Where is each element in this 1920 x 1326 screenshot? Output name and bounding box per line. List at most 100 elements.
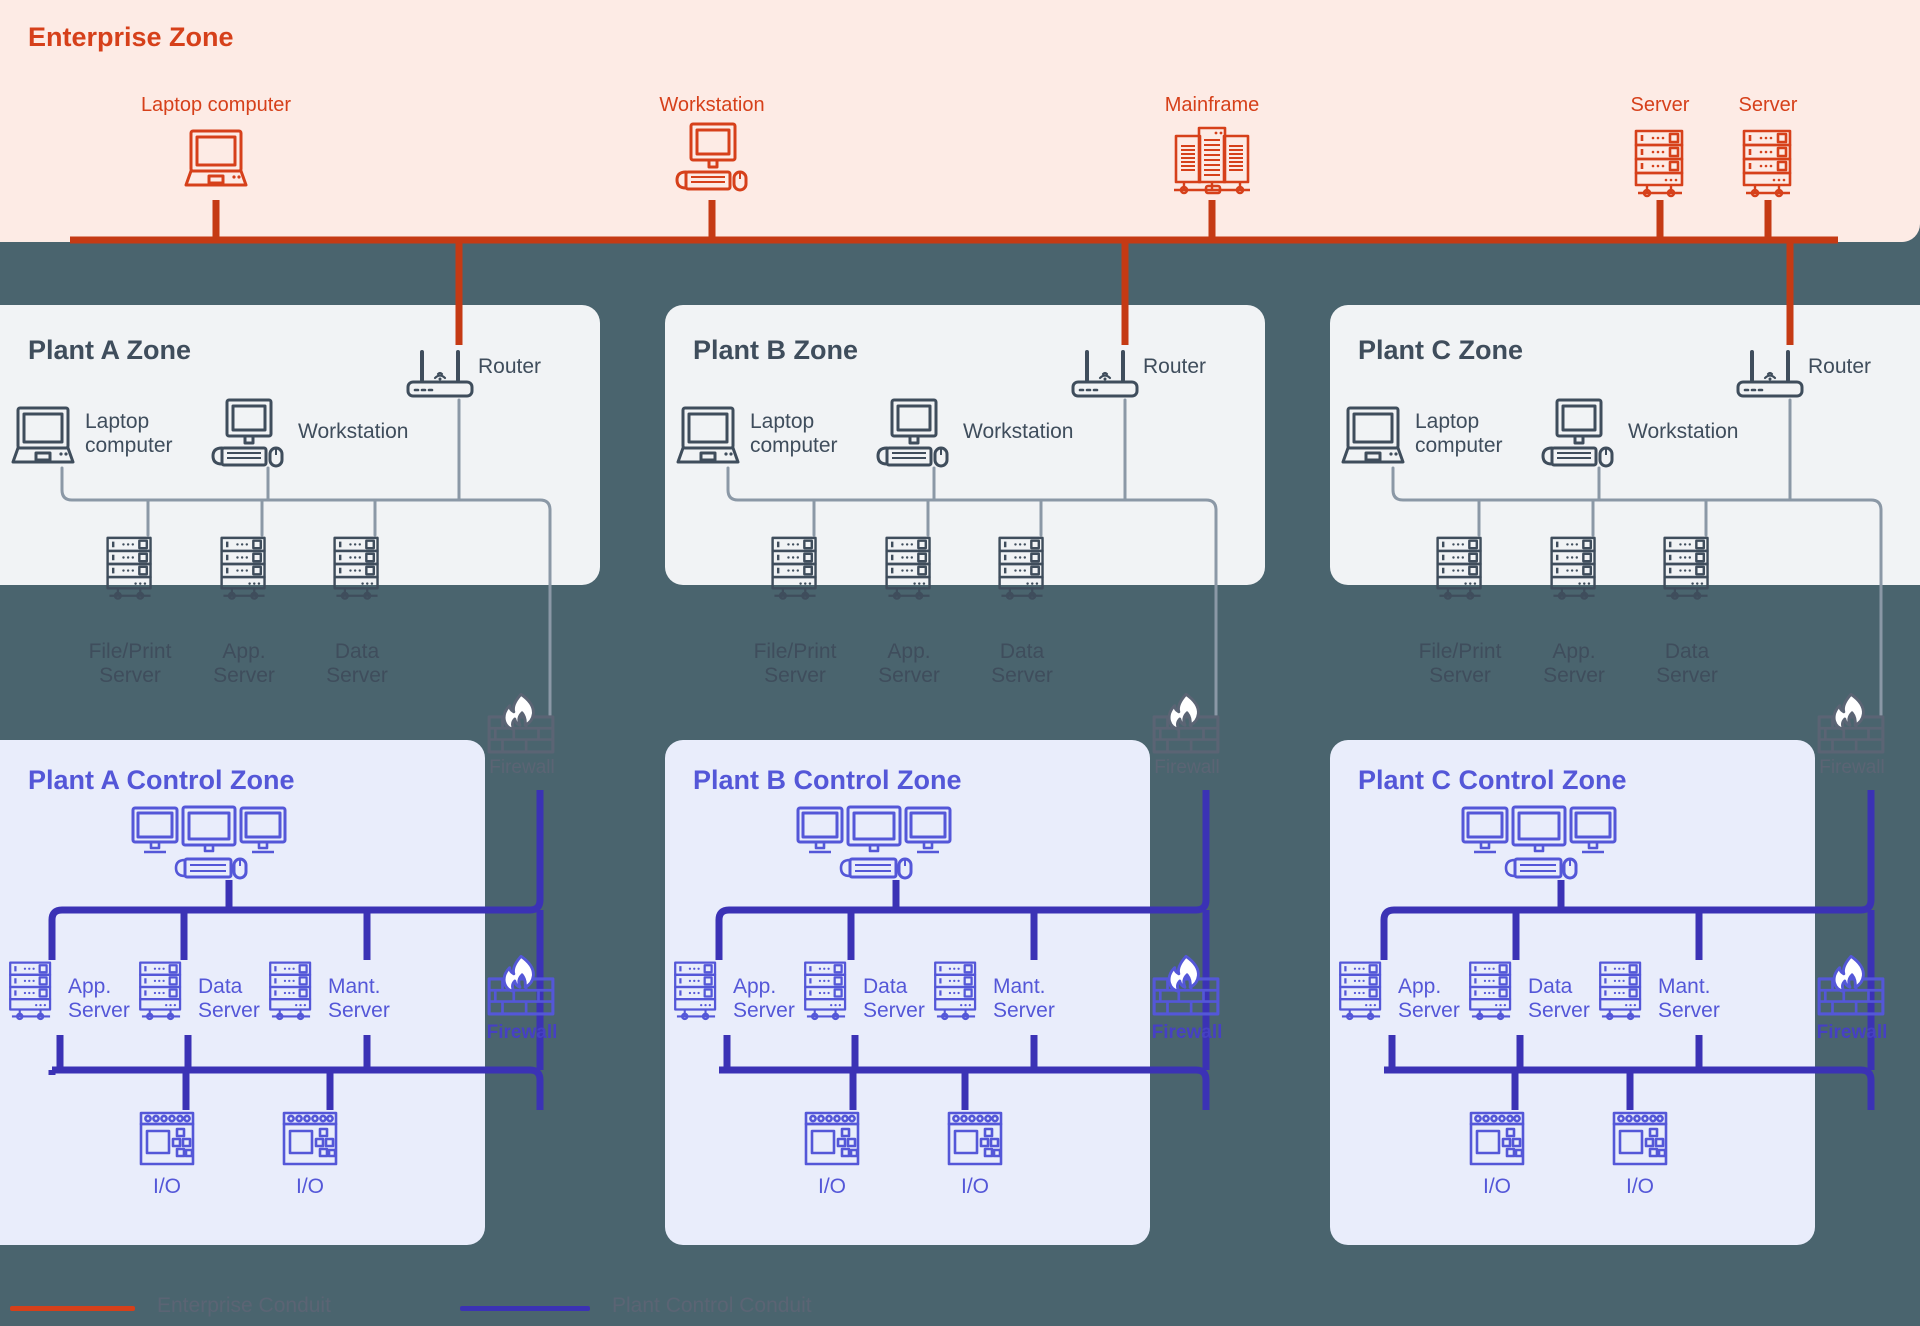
server-icon — [994, 535, 1050, 606]
io-module-icon — [945, 1110, 1005, 1173]
router-label: Router — [1143, 355, 1207, 378]
io-label: I/O — [295, 1175, 324, 1198]
io-label: I/O — [817, 1175, 846, 1198]
legend-swatch-control — [460, 1306, 590, 1311]
server-label: App.Server — [878, 640, 940, 688]
firewall-icon — [1815, 690, 1887, 761]
laptop-icon — [670, 405, 746, 472]
plant-c-zone-title: Plant C Zone — [1358, 335, 1524, 365]
server-icon — [930, 960, 982, 1026]
server-icon — [1595, 960, 1647, 1026]
server-icon — [1630, 128, 1690, 203]
control-server-label: Mant.Server — [1658, 975, 1720, 1023]
server-icon — [1465, 960, 1517, 1026]
workstation-label: Workstation — [298, 420, 409, 443]
laptop-icon — [1335, 405, 1411, 472]
legend-label-enterprise: Enterprise Conduit — [157, 1294, 331, 1317]
workstation-icon — [1538, 398, 1620, 475]
workstation-icon — [672, 122, 754, 199]
enterprise-node-label-mainframe: Mainframe — [1164, 94, 1260, 116]
legend-swatch-enterprise — [10, 1306, 135, 1311]
io-label: I/O — [1625, 1175, 1654, 1198]
workstation-label: Workstation — [1628, 420, 1739, 443]
firewall-label: Firewall — [489, 757, 555, 778]
server-icon — [102, 535, 158, 606]
server-icon — [265, 960, 317, 1026]
server-icon — [5, 960, 57, 1026]
firewall-label: Firewall — [486, 1022, 558, 1043]
server-icon — [881, 535, 937, 606]
plant-c-zone-panel — [1330, 305, 1920, 585]
workstation-icon — [208, 398, 290, 475]
enterprise-zone-panel — [0, 0, 1920, 242]
router-label: Router — [1808, 355, 1872, 378]
enterprise-node-label-server-1: Server — [1630, 94, 1690, 116]
workstation-label: Workstation — [963, 420, 1074, 443]
plant-a-zone-panel — [0, 305, 600, 585]
server-icon — [135, 960, 187, 1026]
server-icon — [1335, 960, 1387, 1026]
io-module-icon — [137, 1110, 197, 1173]
firewall-icon — [1150, 952, 1222, 1023]
server-icon — [1432, 535, 1488, 606]
plant-a-zone-title: Plant A Zone — [28, 335, 192, 365]
firewall-label: Firewall — [1816, 1022, 1888, 1043]
server-label: App.Server — [1543, 640, 1605, 688]
firewall-label: Firewall — [1819, 757, 1885, 778]
router-icon — [403, 350, 477, 405]
laptop-icon — [5, 405, 81, 472]
control-server-label: App.Server — [68, 975, 130, 1023]
io-label: I/O — [1482, 1175, 1511, 1198]
firewall-icon — [1150, 690, 1222, 761]
server-icon — [1546, 535, 1602, 606]
triple-monitor-workstation-icon — [130, 805, 290, 890]
enterprise-node-label-laptop: Laptop computer — [140, 94, 292, 116]
io-module-icon — [1467, 1110, 1527, 1173]
io-module-icon — [280, 1110, 340, 1173]
workstation-icon — [873, 398, 955, 475]
legend: Enterprise Conduit Plant Control Conduit — [0, 1290, 1920, 1326]
control-server-label: Mant.Server — [328, 975, 390, 1023]
router-label: Router — [478, 355, 542, 378]
laptop-icon — [178, 128, 254, 195]
firewall-icon — [485, 690, 557, 761]
legend-label-control: Plant Control Conduit — [612, 1294, 812, 1317]
server-icon — [767, 535, 823, 606]
io-label: I/O — [152, 1175, 181, 1198]
enterprise-node-label-workstation: Workstation — [659, 94, 765, 116]
firewall-icon — [485, 952, 557, 1023]
router-icon — [1068, 350, 1142, 405]
io-module-icon — [1610, 1110, 1670, 1173]
server-icon — [329, 535, 385, 606]
router-icon — [1733, 350, 1807, 405]
control-server-label: App.Server — [733, 975, 795, 1023]
plant-b-control-zone-title: Plant B Control Zone — [693, 765, 962, 795]
io-label: I/O — [960, 1175, 989, 1198]
control-server-label: Mant.Server — [993, 975, 1055, 1023]
firewall-label: Firewall — [1154, 757, 1220, 778]
triple-monitor-workstation-icon — [795, 805, 955, 890]
io-module-icon — [802, 1110, 862, 1173]
server-icon — [800, 960, 852, 1026]
enterprise-zone-title: Enterprise Zone — [28, 22, 234, 52]
plant-b-zone-title: Plant B Zone — [693, 335, 859, 365]
plant-c-control-zone-title: Plant C Control Zone — [1358, 765, 1627, 795]
triple-monitor-workstation-icon — [1460, 805, 1620, 890]
enterprise-node-label-server-2: Server — [1738, 94, 1798, 116]
plant-b-zone-panel — [665, 305, 1265, 585]
firewall-label: Firewall — [1151, 1022, 1223, 1043]
server-icon — [670, 960, 722, 1026]
